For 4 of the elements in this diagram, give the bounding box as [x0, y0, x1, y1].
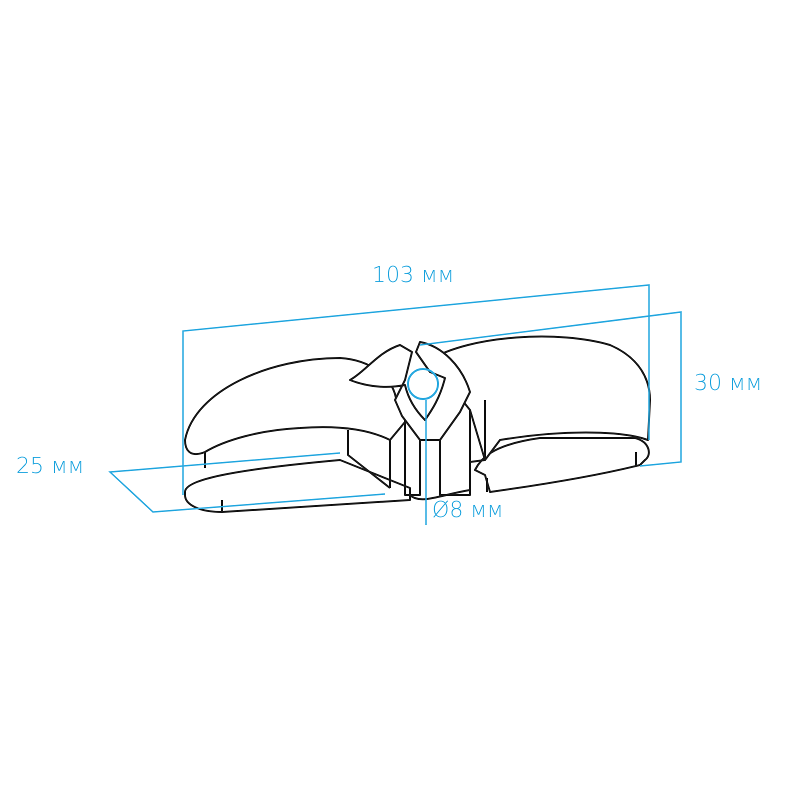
dimension-label: 25 мм — [16, 456, 84, 478]
dimension-label: 103 мм — [372, 265, 454, 287]
dimension-label: Ø8 мм — [432, 500, 504, 522]
dimension-label: 30 мм — [694, 373, 762, 395]
